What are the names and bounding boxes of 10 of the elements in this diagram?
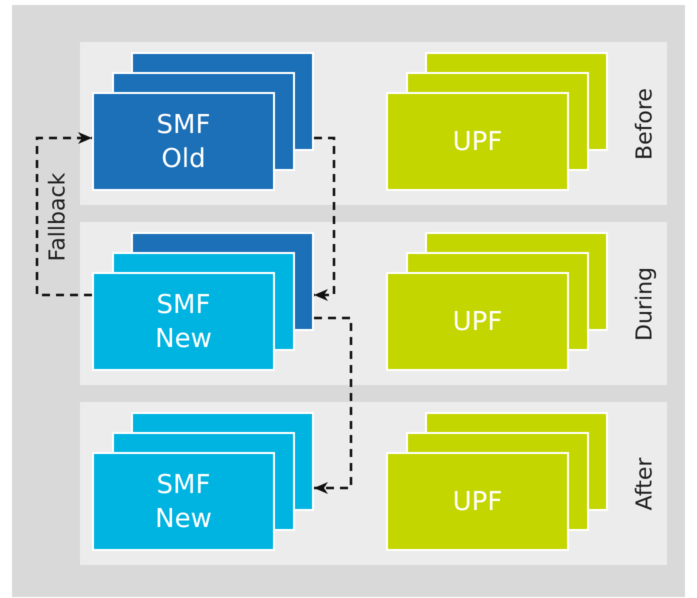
- edge-label: Fallback: [46, 172, 70, 261]
- stage-label: During: [632, 266, 658, 340]
- stage-panel: [80, 42, 667, 205]
- stage-panel: [80, 402, 667, 565]
- stage-label: Before: [632, 88, 658, 160]
- stage-label: After: [632, 457, 658, 510]
- dashed-arrow: [314, 136, 336, 301]
- dashed-arrow: [36, 132, 92, 296]
- dashed-arrow: [314, 316, 352, 494]
- stage-panel: [80, 222, 667, 385]
